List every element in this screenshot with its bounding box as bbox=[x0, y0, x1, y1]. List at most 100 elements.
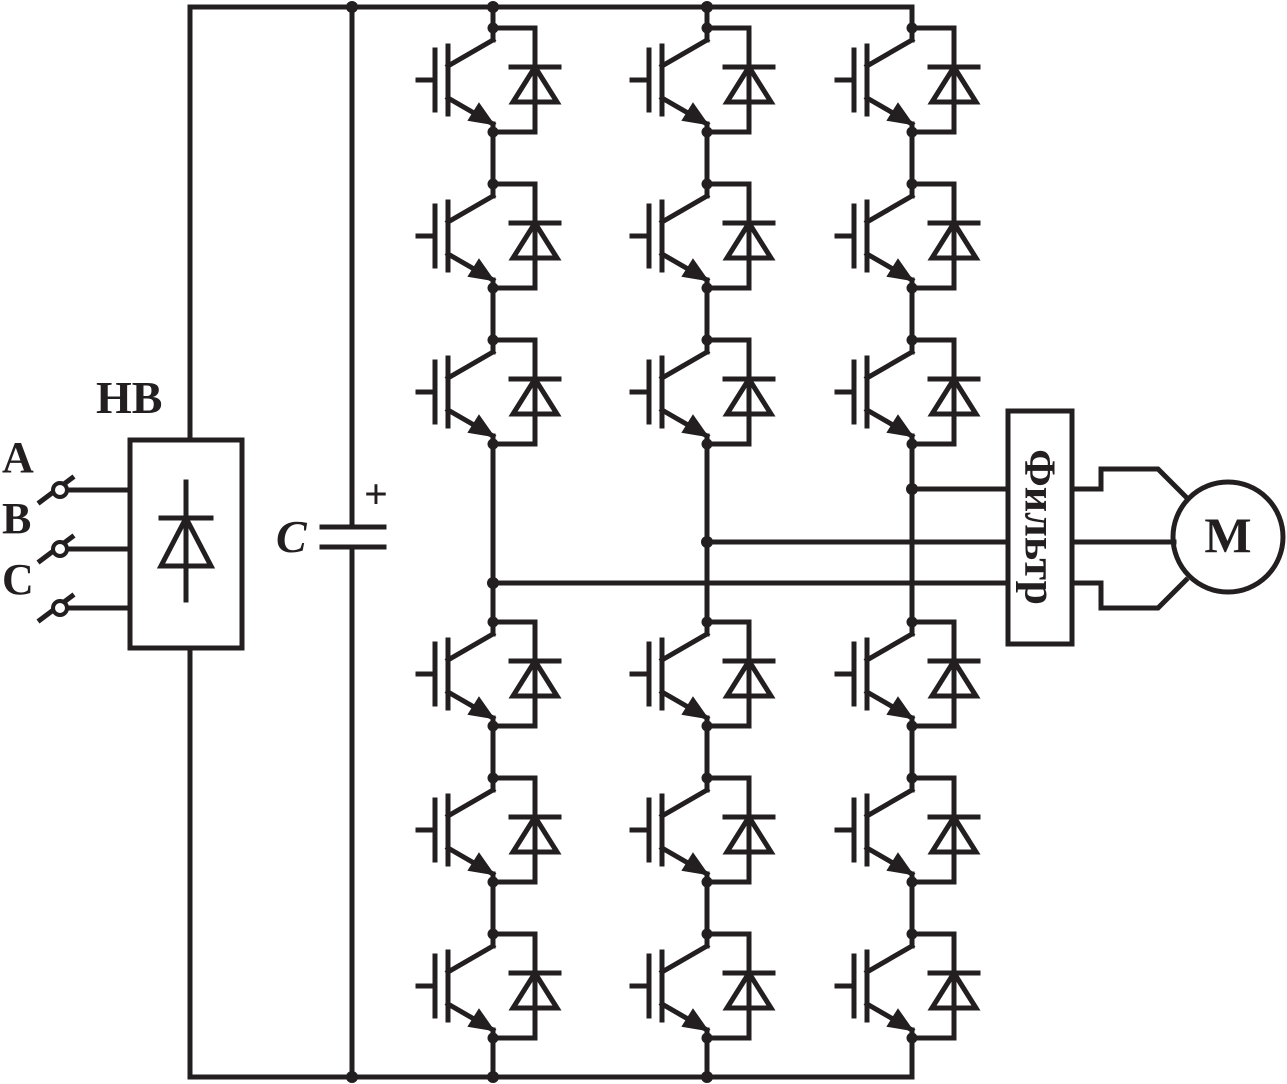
phase-a-label: A bbox=[2, 433, 34, 482]
junction-dot bbox=[487, 282, 499, 294]
switch-upper-1-1 bbox=[415, 22, 562, 138]
switch-upper-2-1 bbox=[629, 22, 776, 138]
junction-dot bbox=[906, 22, 918, 34]
phase-c-label: C bbox=[2, 555, 34, 604]
emitter-arrow-icon bbox=[681, 258, 710, 282]
switch-lower-1-1 bbox=[415, 616, 562, 732]
phase-b-label: B bbox=[2, 494, 31, 543]
junction-dot bbox=[487, 126, 499, 138]
junction-dot bbox=[906, 282, 918, 294]
emitter-arrow-icon bbox=[681, 1008, 710, 1032]
negative-rail bbox=[187, 645, 915, 1080]
motor-label: M bbox=[1204, 507, 1251, 563]
switch-lower-1-3 bbox=[415, 928, 562, 1044]
emitter-arrow-icon bbox=[467, 696, 496, 720]
junction-dot bbox=[906, 876, 918, 888]
junction-dot bbox=[487, 334, 499, 346]
terminal-c bbox=[51, 599, 69, 617]
junction-dot bbox=[906, 616, 918, 628]
junction-dot bbox=[701, 772, 713, 784]
bus-junction-dot bbox=[346, 1071, 358, 1083]
junction-dot bbox=[701, 438, 713, 450]
emitter-arrow-icon bbox=[467, 414, 496, 438]
junction-dot bbox=[487, 1032, 499, 1044]
switch-lower-2-3 bbox=[629, 928, 776, 1044]
junction-dot bbox=[701, 126, 713, 138]
junction-dot bbox=[701, 616, 713, 628]
switch-upper-2-2 bbox=[629, 178, 776, 294]
emitter-arrow-icon bbox=[467, 102, 496, 126]
bus-junction-dot bbox=[346, 1, 358, 13]
junction-dot bbox=[487, 928, 499, 940]
emitter-arrow-icon bbox=[886, 102, 915, 126]
switch-lower-2-1 bbox=[629, 616, 776, 732]
junction-dot bbox=[487, 438, 499, 450]
rectifier-label: НВ bbox=[96, 372, 162, 423]
junction-dot bbox=[906, 1032, 918, 1044]
filter-label: Фильтр bbox=[1016, 449, 1065, 605]
inverter-switches bbox=[346, 1, 981, 1083]
emitter-arrow-icon bbox=[886, 696, 915, 720]
emitter-arrow-icon bbox=[886, 852, 915, 876]
junction-dot bbox=[487, 616, 499, 628]
switch-lower-2-2 bbox=[629, 772, 776, 888]
motor: M bbox=[1170, 479, 1286, 595]
switch-lower-3-1 bbox=[834, 616, 981, 732]
capacitor-label: C bbox=[276, 511, 308, 562]
junction-dot bbox=[487, 772, 499, 784]
junction-dot bbox=[701, 876, 713, 888]
emitter-arrow-icon bbox=[467, 1008, 496, 1032]
switch-lower-3-2 bbox=[834, 772, 981, 888]
emitter-arrow-icon bbox=[467, 258, 496, 282]
switch-upper-3-1 bbox=[834, 22, 981, 138]
emitter-arrow-icon bbox=[886, 258, 915, 282]
junction-dot bbox=[701, 720, 713, 732]
terminal-a bbox=[51, 481, 69, 499]
junction-dot bbox=[906, 720, 918, 732]
junction-dot bbox=[701, 282, 713, 294]
filter-block: Фильтр bbox=[1005, 408, 1075, 647]
positive-rail bbox=[187, 4, 915, 443]
switch-upper-1-3 bbox=[415, 334, 562, 450]
output-lines bbox=[490, 486, 1011, 586]
emitter-arrow-icon bbox=[886, 414, 915, 438]
junction-dot bbox=[487, 178, 499, 190]
switch-upper-3-2 bbox=[834, 178, 981, 294]
junction-dot bbox=[701, 22, 713, 34]
switch-upper-1-2 bbox=[415, 178, 562, 294]
switch-upper-3-3 bbox=[834, 334, 981, 450]
junction-dot bbox=[701, 928, 713, 940]
capacitor-polarity: + bbox=[364, 472, 388, 518]
switch-lower-1-2 bbox=[415, 772, 562, 888]
junction-dot bbox=[906, 438, 918, 450]
emitter-arrow-icon bbox=[681, 852, 710, 876]
junction-dot bbox=[906, 178, 918, 190]
junction-dot bbox=[906, 928, 918, 940]
junction-dot bbox=[487, 876, 499, 888]
rectifier-block: НВ bbox=[96, 372, 245, 651]
emitter-arrow-icon bbox=[681, 102, 710, 126]
junction-dot bbox=[701, 1032, 713, 1044]
switch-lower-3-3 bbox=[834, 928, 981, 1044]
motor-feed bbox=[1069, 466, 1190, 611]
input-terminals: A B C bbox=[2, 433, 133, 624]
junction-dot bbox=[906, 126, 918, 138]
bus-junction-dot bbox=[487, 1, 499, 13]
emitter-arrow-icon bbox=[681, 696, 710, 720]
junction-dot bbox=[487, 720, 499, 732]
junction-dot bbox=[906, 334, 918, 346]
bus-junction-dot bbox=[487, 1071, 499, 1083]
junction-dot bbox=[701, 334, 713, 346]
dc-bus bbox=[187, 4, 915, 1080]
emitter-arrow-icon bbox=[467, 852, 496, 876]
terminal-b bbox=[51, 540, 69, 558]
switch-upper-2-3 bbox=[629, 334, 776, 450]
junction-dot bbox=[906, 772, 918, 784]
bus-junction-dot bbox=[701, 1071, 713, 1083]
junction-dot bbox=[701, 178, 713, 190]
emitter-arrow-icon bbox=[681, 414, 710, 438]
dc-capacitor: C + bbox=[276, 4, 388, 1080]
junction-dot bbox=[487, 22, 499, 34]
bus-junction-dot bbox=[701, 1, 713, 13]
